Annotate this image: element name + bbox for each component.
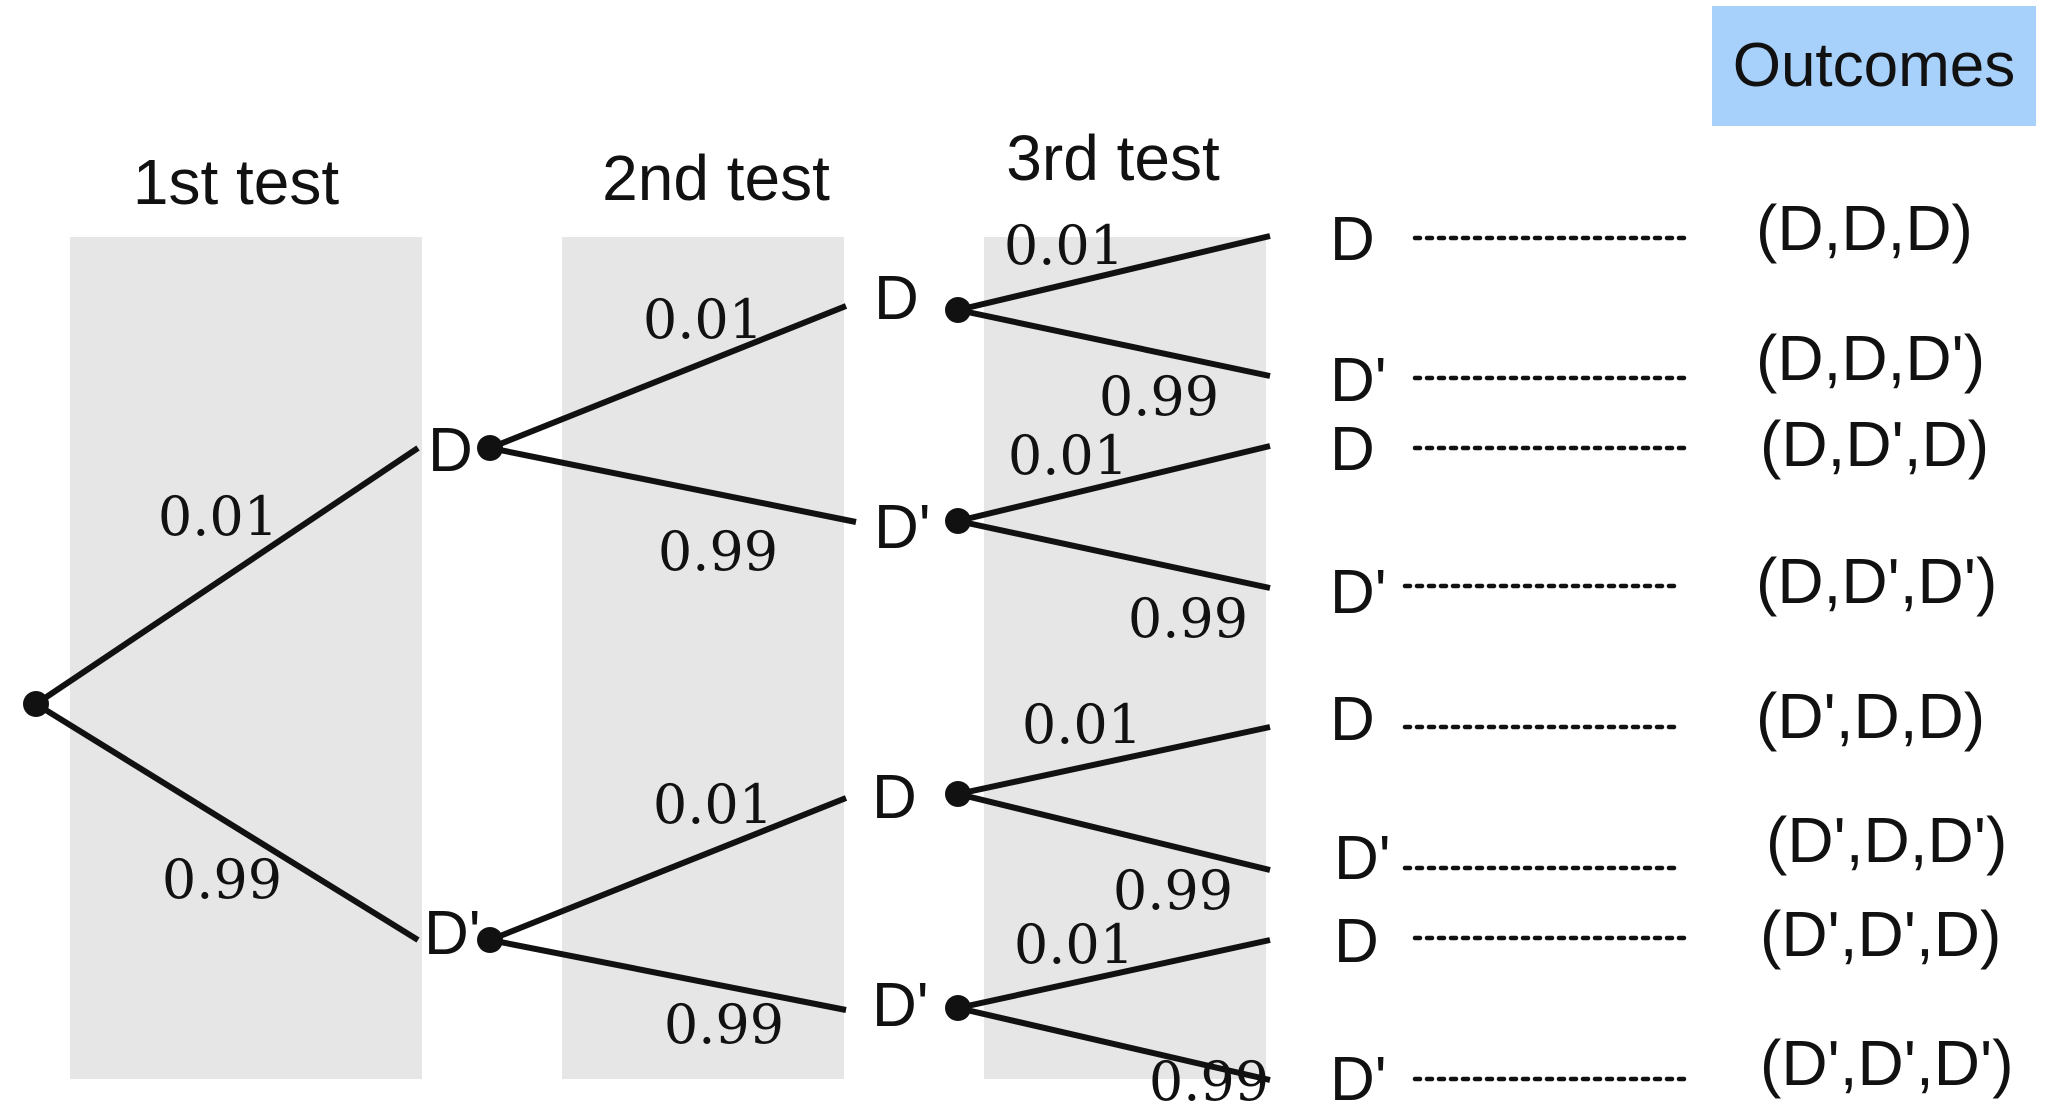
node-2-D-lower: D <box>872 763 917 832</box>
prob-2a-Dprime: 0.99 <box>658 520 778 583</box>
prob-3b-D: 0.01 <box>1008 424 1128 487</box>
outcome-8: (D',D',D') <box>1760 1027 2014 1099</box>
branch-2a-D <box>488 303 848 451</box>
node-1-D: D <box>428 416 473 485</box>
branch-3b-D <box>957 443 1271 524</box>
branch-3d-Dprime <box>957 1005 1271 1083</box>
branch-3b-Dprime <box>957 518 1271 591</box>
node-dot-2-D-lower <box>945 781 971 807</box>
prob-3d-Dprime: 0.99 <box>1149 1050 1269 1113</box>
outcome-6: (D',D,D') <box>1766 804 2007 876</box>
node-3-3: D <box>1330 415 1375 484</box>
node-2-Dprime-lower: D' <box>872 971 929 1040</box>
node-1-Dprime: D' <box>424 899 481 968</box>
prob-3a-D: 0.01 <box>1004 214 1124 277</box>
branch-1-D <box>34 445 420 707</box>
outcomes-header: Outcomes <box>1733 31 2016 100</box>
prob-1-Dprime: 0.99 <box>162 848 282 911</box>
outcome-2: (D,D,D') <box>1756 322 1985 394</box>
node-3-7: D <box>1334 907 1379 976</box>
outcome-1: (D,D,D) <box>1756 192 1973 264</box>
root-node <box>23 691 49 717</box>
stage2-band <box>562 237 844 1079</box>
stage1-band <box>70 237 422 1079</box>
node-dot-2-Dprime-lower <box>945 995 971 1021</box>
branch-1-Dprime <box>34 701 420 943</box>
node-3-8: D' <box>1330 1045 1387 1113</box>
outcome-5: (D',D,D) <box>1756 680 1985 752</box>
prob-1-D: 0.01 <box>158 485 278 548</box>
branch-2b-D <box>488 795 848 943</box>
branch-3c-D <box>957 724 1271 797</box>
prob-3a-Dprime: 0.99 <box>1099 365 1219 428</box>
node-3-5: D <box>1330 685 1375 754</box>
prob-2b-Dprime: 0.99 <box>664 993 784 1056</box>
branch-2b-Dprime <box>489 937 847 1013</box>
outcomes-header-box <box>1712 6 2036 126</box>
node-2-Dprime-upper: D' <box>874 493 931 562</box>
stage-label-2nd-test: 2nd test <box>602 142 830 214</box>
stage-label-3rd-test: 3rd test <box>1006 122 1220 194</box>
outcome-7: (D',D',D) <box>1760 898 2001 970</box>
prob-3d-D: 0.01 <box>1014 913 1134 976</box>
prob-3b-Dprime: 0.99 <box>1128 587 1248 650</box>
node-2-D-upper: D <box>874 264 919 333</box>
node-dot-2-D-upper <box>945 297 971 323</box>
prob-2b-D: 0.01 <box>653 773 773 836</box>
branch-3a-Dprime <box>957 307 1271 379</box>
prob-3c-Dprime: 0.99 <box>1113 859 1233 922</box>
node-3-1: D <box>1330 205 1375 274</box>
outcome-3: (D,D',D) <box>1760 408 1989 480</box>
node-dot-2-Dprime-upper <box>945 508 971 534</box>
node-3-4: D' <box>1330 558 1387 627</box>
branch-3a-D <box>957 233 1271 313</box>
branch-2a-Dprime <box>489 445 857 525</box>
stage3-band <box>984 237 1266 1079</box>
stage-label-1st-test: 1st test <box>133 146 340 218</box>
prob-3c-D: 0.01 <box>1022 693 1142 756</box>
node-3-6: D' <box>1334 824 1391 893</box>
branch-3c-Dprime <box>957 791 1271 873</box>
node-dot-1-D <box>477 435 503 461</box>
node-3-2: D' <box>1330 346 1387 415</box>
node-dot-1-Dprime <box>477 927 503 953</box>
branch-3d-D <box>957 937 1271 1011</box>
outcome-4: (D,D',D') <box>1756 545 1997 617</box>
prob-2a-D: 0.01 <box>643 288 763 351</box>
